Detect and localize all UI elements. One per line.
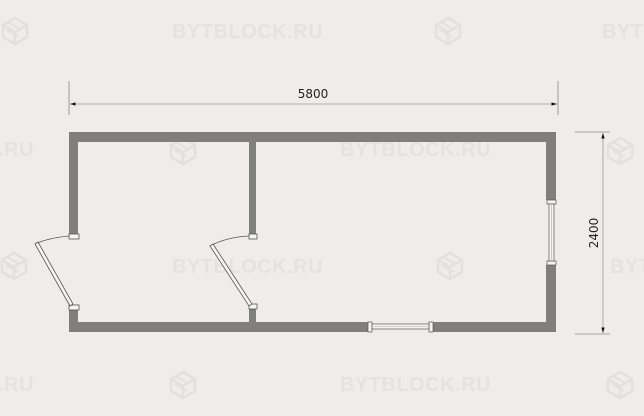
- cube-logo-icon: [606, 136, 634, 166]
- watermark-text: BYTBLOCK.RU: [340, 139, 491, 161]
- left-wall-lower: [69, 305, 78, 332]
- watermark-text: BYTE: [602, 21, 644, 43]
- watermark-text: BYTBLOCK.RU: [172, 256, 323, 278]
- cube-logo-icon: [606, 370, 634, 400]
- cube-logo-icon: [434, 16, 462, 46]
- partition-wall-lower: [249, 305, 256, 332]
- bottom-wall-left: [69, 322, 369, 332]
- watermark-text: BYTE: [610, 256, 644, 278]
- walls: [69, 132, 556, 332]
- right-wall-upper: [546, 132, 556, 200]
- top-wall: [69, 132, 556, 142]
- cube-logo-icon: [436, 251, 464, 281]
- cube-logo-icon: [0, 251, 28, 281]
- length-dimension: 5800: [68, 81, 559, 115]
- width-label: 2400: [587, 218, 601, 249]
- entrance-door: [34, 233, 80, 311]
- bottom-window: [367, 321, 434, 333]
- right-window: [546, 199, 557, 266]
- watermark-text: .RU: [0, 139, 34, 161]
- width-dimension: 2400: [575, 131, 610, 335]
- left-wall-upper: [69, 132, 78, 238]
- watermark-text: BYTBLOCK.RU: [340, 374, 491, 396]
- cube-logo-icon: [169, 370, 197, 400]
- bottom-wall-right: [433, 322, 556, 332]
- watermark-text: BYTBLOCK.RU: [172, 21, 323, 43]
- cube-logo-icon: [1, 16, 29, 46]
- interior-door: [209, 233, 258, 310]
- watermarks: BYTBLOCK.RU BYTE .RU BYTBLOCK.RU BYTBLOC…: [0, 16, 644, 400]
- right-wall-lower: [546, 265, 556, 332]
- length-label: 5800: [298, 87, 329, 101]
- partition-wall-upper: [249, 132, 256, 238]
- watermark-text: .RU: [0, 374, 34, 396]
